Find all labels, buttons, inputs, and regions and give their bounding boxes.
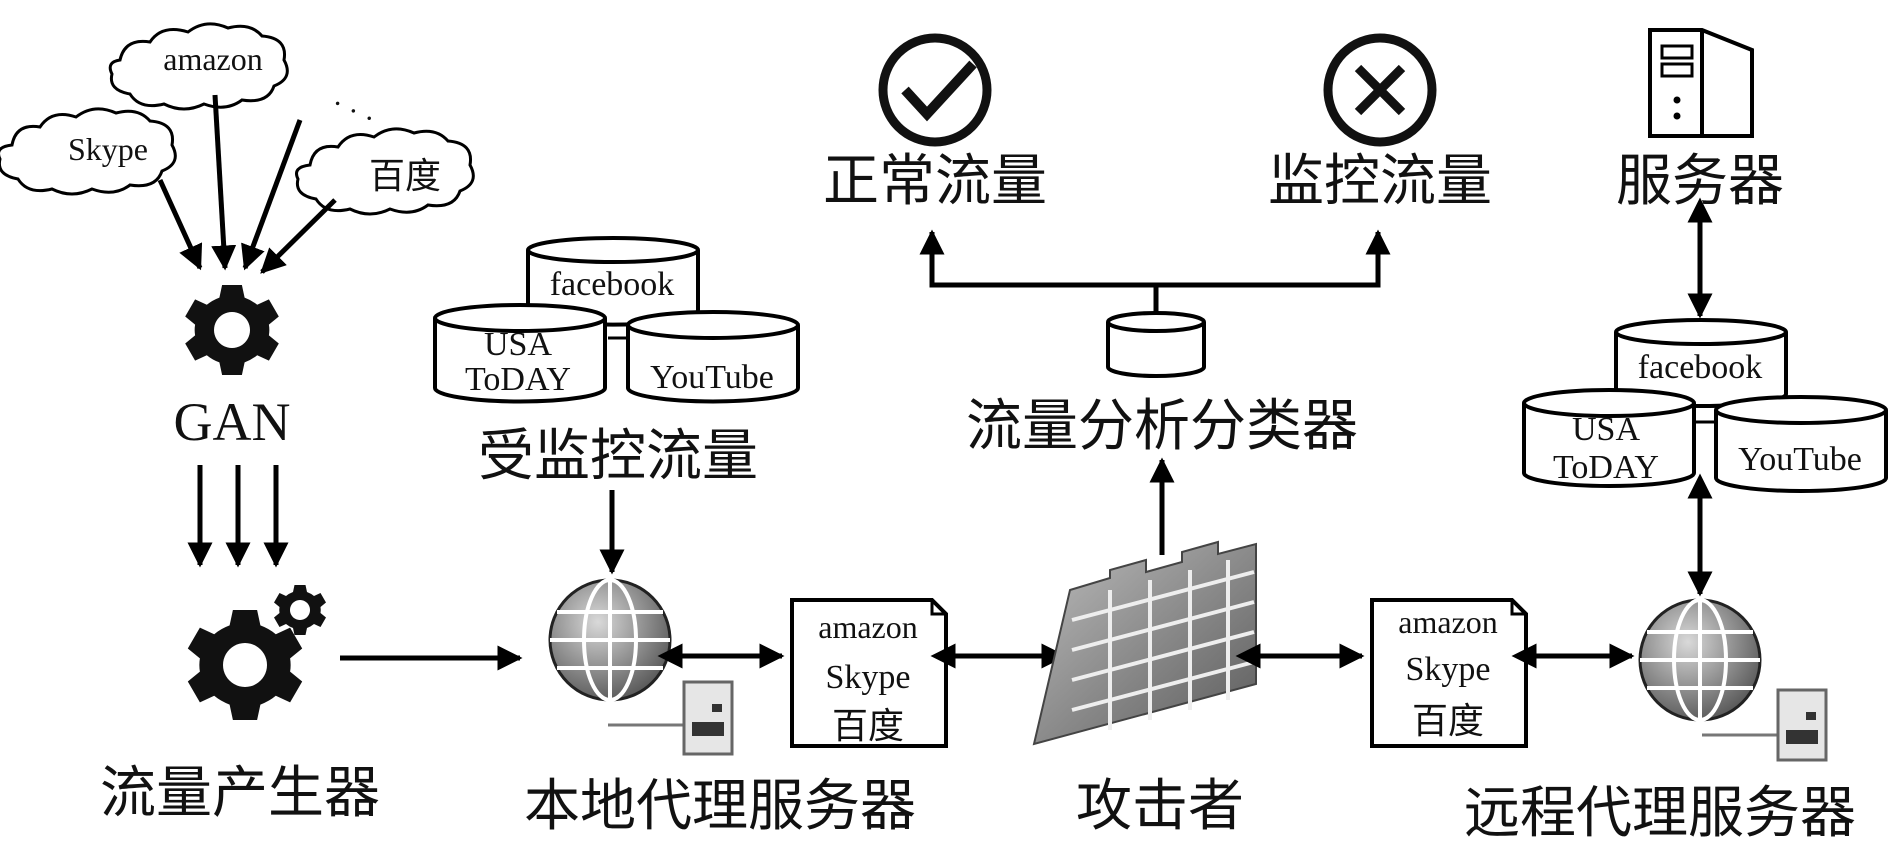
packet-left: amazon Skype 百度 xyxy=(790,598,948,748)
classifier-label: 流量分析分类器 xyxy=(966,394,1358,459)
remote-proxy-server-icon xyxy=(1776,688,1828,762)
check-circle-icon xyxy=(878,33,992,147)
packet-left-line1: amazon xyxy=(818,609,918,645)
db-facebook-remote: facebook xyxy=(1614,318,1788,408)
cloud-baidu-label: 百度 xyxy=(369,156,441,196)
db-usatoday-remote-line1: USA xyxy=(1572,411,1640,448)
db-usatoday: USA ToDAY xyxy=(433,303,607,404)
db-youtube-remote-label: YouTube xyxy=(1738,441,1862,478)
packet-right-line2: Skype xyxy=(1406,651,1491,688)
local-proxy-globe-icon xyxy=(548,578,672,702)
normal-traffic-label: 正常流量 xyxy=(823,149,1047,214)
packet-right-line3: 百度 xyxy=(1412,701,1484,741)
generator-gear-small-icon xyxy=(274,585,326,635)
db-usatoday-remote: USA ToDAY xyxy=(1522,388,1696,488)
server-tower-icon xyxy=(1648,28,1754,138)
arrow-classifier-to-monitor xyxy=(1156,229,1391,288)
server-label: 服务器 xyxy=(1616,149,1784,214)
attacker-label: 攻击者 xyxy=(1076,774,1244,839)
generator-label: 流量产生器 xyxy=(100,761,380,826)
classifier-db-icon xyxy=(1106,311,1206,378)
packet-right-line1: amazon xyxy=(1398,604,1498,640)
arrow-amazon-to-gear xyxy=(211,94,237,271)
packet-left-line3: 百度 xyxy=(832,706,904,746)
cloud-skype-label: Skype xyxy=(68,131,148,167)
arrow-baidu-to-gear xyxy=(260,198,337,274)
remote-proxy-label: 远程代理服务器 xyxy=(1464,781,1856,846)
db-usatoday-remote-line2: ToDAY xyxy=(1553,449,1659,486)
gan-label: GAN xyxy=(174,392,291,452)
x-circle-icon xyxy=(1323,33,1437,147)
cloud-baidu: 百度 xyxy=(295,127,475,216)
arrow-classifier-to-normal xyxy=(919,229,1159,312)
db-youtube: YouTube xyxy=(626,310,800,404)
remote-db-group: facebook USA ToDAY YouTube xyxy=(1522,318,1888,493)
db-usatoday-line2: ToDAY xyxy=(465,361,571,398)
cloud-amazon-label: amazon xyxy=(163,41,263,77)
arrow-ellipsis-to-gear xyxy=(241,119,303,271)
generator-gear-large-icon xyxy=(187,610,303,720)
gear-icon xyxy=(185,285,279,375)
db-usatoday-line1: USA xyxy=(484,326,552,363)
monitored-traffic-label: 受监控流量 xyxy=(478,424,758,489)
local-proxy-label: 本地代理服务器 xyxy=(524,774,916,839)
monitor-traffic-label: 监控流量 xyxy=(1268,149,1492,214)
db-facebook-label: facebook xyxy=(550,266,675,303)
cloud-amazon: amazon xyxy=(108,22,289,111)
db-youtube-label: YouTube xyxy=(650,359,774,396)
monitored-db-group: facebook USA ToDAY YouTube xyxy=(433,236,800,404)
db-youtube-remote: YouTube xyxy=(1714,395,1888,493)
brick-wall-icon xyxy=(1032,540,1257,746)
packet-left-line2: Skype xyxy=(826,659,911,696)
ellipsis-dots: · · · xyxy=(326,87,381,136)
arrow-skype-to-gear xyxy=(157,178,203,271)
remote-proxy-globe-icon xyxy=(1638,598,1762,722)
cloud-skype: Skype xyxy=(0,107,177,196)
local-proxy-server-icon xyxy=(682,680,734,756)
packet-right: amazon Skype 百度 xyxy=(1370,598,1528,748)
db-facebook-remote-label: facebook xyxy=(1638,349,1763,386)
